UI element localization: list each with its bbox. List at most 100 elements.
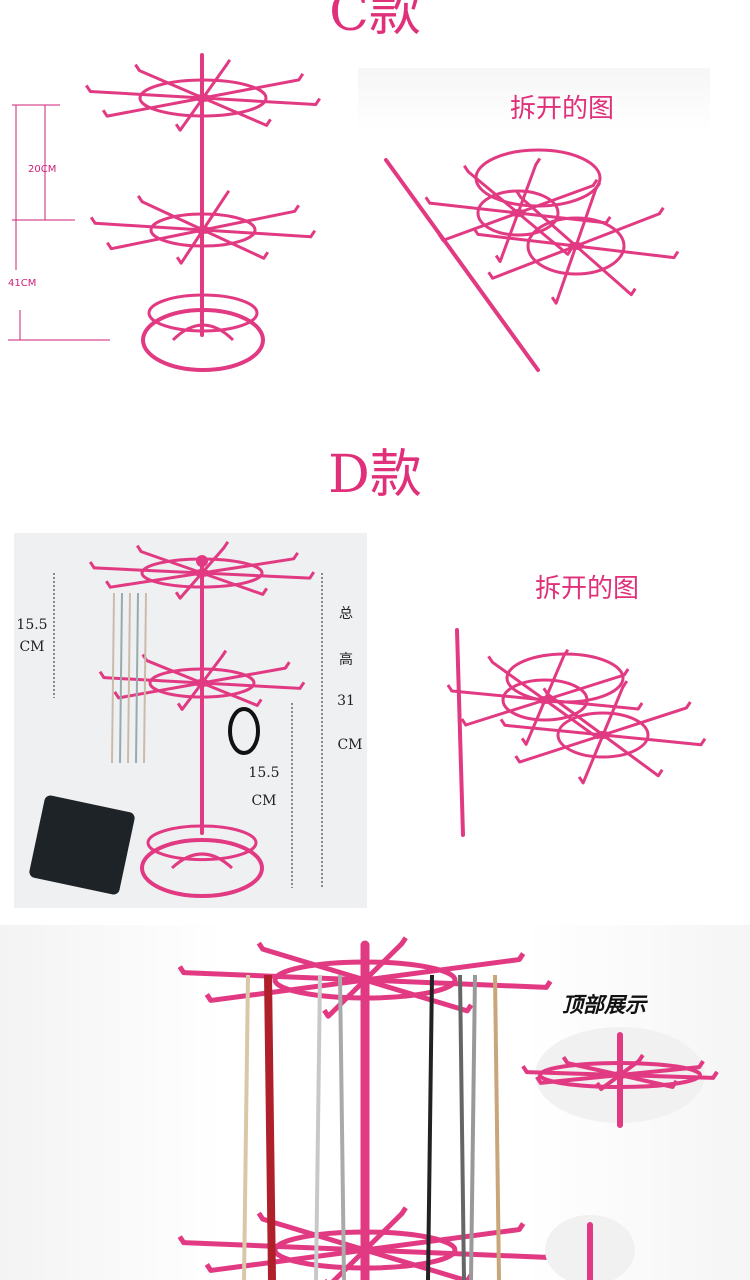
rack-hook-tip [463, 164, 470, 173]
rack-hook-arm [139, 550, 204, 575]
rack-c-parts-illustration [384, 148, 680, 372]
rack-hook-arm [574, 244, 676, 260]
rack-hook-tip [542, 687, 549, 696]
rack-hook-tip [591, 178, 599, 187]
rack-finial [196, 555, 208, 567]
rack-with-necklaces-illustration [177, 936, 719, 1280]
rack-hook-tip [437, 233, 445, 242]
necklace [119, 592, 123, 764]
rack-hook-tip [88, 561, 96, 569]
necklace [469, 974, 477, 1280]
rack-hook-tip [621, 680, 629, 688]
disassembled-caption-d: 拆开的图 [535, 574, 640, 604]
rack-hook-tip [604, 216, 612, 224]
rack-d-parts-illustration [446, 628, 707, 837]
rack-hook-arm [601, 706, 688, 737]
rack-hook-arm [618, 1073, 716, 1080]
rack-hook-tip [561, 1056, 570, 1065]
rack-hook-arm [92, 566, 204, 575]
rack-base-curl [171, 323, 235, 342]
rack-ring [140, 557, 264, 589]
rack-hook-arm [137, 69, 205, 100]
rack-hook-tip [399, 1206, 408, 1216]
rack-hook-arm [516, 184, 595, 215]
rack-hook-arm [574, 212, 661, 248]
rack-hook-tip [446, 684, 454, 692]
rack-hook-arm [105, 96, 205, 118]
rack-hook-arm [524, 698, 547, 746]
rack-hub [595, 731, 611, 739]
rack-hook-arm [201, 228, 266, 260]
rack-hook-tip [308, 571, 316, 579]
rack-hook-tip [699, 737, 707, 746]
dimension-lower-unit: CM [251, 793, 277, 809]
rack-hook-tip [174, 591, 182, 599]
rack-hook-tip [535, 1075, 543, 1084]
rack-hook-tip [309, 229, 317, 238]
rack-hook-tip [672, 250, 680, 259]
rack-hook-arm [201, 96, 269, 127]
rack-ring [138, 78, 268, 118]
rack-hook-tip [630, 287, 637, 296]
rack-hub [537, 696, 553, 704]
rack-hook-arm [179, 228, 205, 265]
rack-hook-arm [491, 244, 578, 280]
rack-hook-arm [200, 666, 287, 685]
rack-hook-tip [256, 1211, 265, 1221]
rack-hook-arm [180, 681, 204, 711]
rack-hook-tip [101, 109, 109, 117]
rack-hook-tip [136, 194, 144, 203]
product-photo-d-assembled: 15.5 CM 总 高 31 CM 15.5 CM [14, 533, 367, 908]
rack-hub [194, 679, 210, 687]
rack-hub [568, 242, 584, 250]
rack-hook-tip [265, 118, 272, 127]
necklace [458, 974, 466, 1280]
rack-hook-arm [491, 660, 547, 702]
rack-hook-tip [177, 1235, 186, 1245]
rack-hook-tip [105, 580, 112, 589]
rack-hook-tip [256, 698, 263, 707]
top-display-caption: 顶部展示 [562, 992, 646, 1017]
rack-hook-arm [450, 689, 547, 702]
dimension-upper: 20CM [28, 164, 57, 175]
rack-hub [357, 1246, 373, 1254]
rack-hook-arm [476, 232, 578, 248]
rack-base-upper-ring [146, 824, 258, 862]
dimension-total-value: 31 [337, 693, 355, 709]
rack-hook-arm [518, 733, 605, 764]
rack-hook-tip [298, 681, 306, 690]
rack-hook-arm [428, 201, 520, 215]
rack-hook-arm [117, 681, 204, 700]
rack-hook-arm [503, 723, 605, 737]
rack-hook-tip [697, 1060, 705, 1069]
rack-hub [195, 94, 211, 102]
rack-hook-arm [325, 977, 368, 1019]
rack-ring [501, 678, 589, 722]
rack-hub [357, 976, 373, 984]
rack-hook-arm [618, 1073, 675, 1089]
disassembled-caption: 拆开的图 [510, 94, 615, 124]
section-c-title: C款 [329, 0, 421, 43]
rack-hook-tip [499, 718, 507, 727]
rack-hook-arm [140, 200, 205, 232]
rack-c-illustration [8, 53, 321, 372]
rack-hook-tip [636, 702, 644, 710]
dimension-upper-value: 15.5 [16, 617, 48, 633]
rack-ring [526, 216, 626, 276]
rack-hook-tip [174, 123, 182, 132]
rack-hook-arm [201, 64, 228, 100]
rack-hook-arm [601, 733, 660, 778]
rack-hook-arm [543, 673, 626, 702]
rack-hook-arm [178, 96, 205, 132]
rack-base-ring [141, 308, 265, 372]
rack-hook-tip [595, 1081, 603, 1091]
rack-hook-arm [201, 195, 227, 232]
rack-hook-arm [200, 571, 312, 580]
rack-hook-arm [546, 692, 605, 737]
rack-hook-tip [89, 216, 97, 225]
rack-hook-arm [178, 571, 204, 600]
rack-hook-arm [362, 1227, 522, 1253]
rack-hook-tip [399, 936, 408, 946]
rack-hook-tip [204, 1263, 213, 1272]
rack-hook-arm [200, 557, 296, 575]
